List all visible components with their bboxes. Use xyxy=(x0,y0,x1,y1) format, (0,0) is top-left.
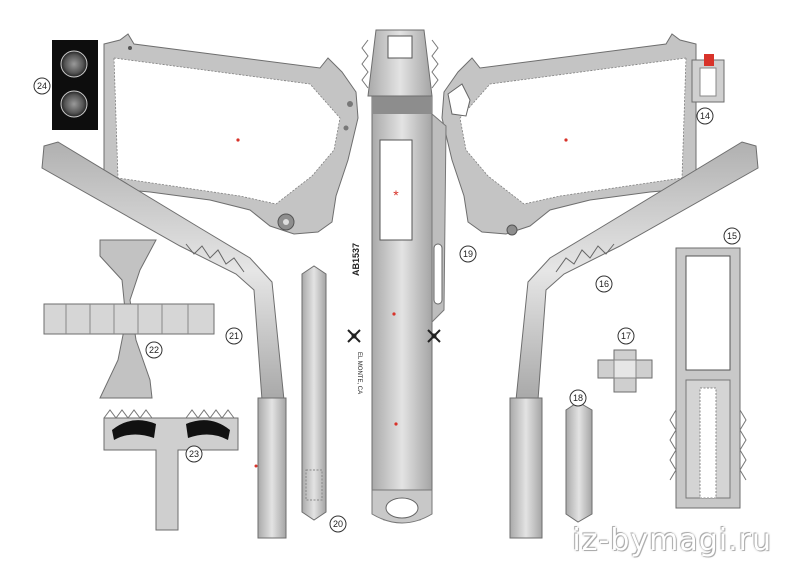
svg-text:24: 24 xyxy=(37,81,47,91)
svg-text:16: 16 xyxy=(599,279,609,289)
svg-text:17: 17 xyxy=(621,331,631,341)
svg-text:*: * xyxy=(393,187,399,203)
left-frame-panel xyxy=(103,33,359,235)
svg-text:14: 14 xyxy=(700,111,710,121)
site-watermark: iz-bymagi.ru xyxy=(572,523,772,558)
part-label-20: 20 xyxy=(329,515,347,533)
engraving-serial: AB1537 xyxy=(351,243,361,276)
part-18-bar xyxy=(565,401,593,523)
logo-mark-left xyxy=(347,329,361,343)
part-label-15: 15 xyxy=(723,227,741,245)
svg-text:19: 19 xyxy=(463,249,473,259)
left-grip-arm xyxy=(41,141,287,539)
svg-text:20: 20 xyxy=(333,519,343,529)
center-slide-part: * xyxy=(371,95,447,524)
part-24-grip-medallions xyxy=(52,40,98,130)
part-22-hourglass xyxy=(43,239,215,399)
svg-text:21: 21 xyxy=(229,331,239,341)
part-17-cross xyxy=(597,349,653,393)
part-label-22: 22 xyxy=(145,341,163,359)
part-label-23: 23 xyxy=(185,445,203,463)
part-14-tab xyxy=(691,54,725,103)
part-label-18: 18 xyxy=(569,389,587,407)
barrel-top-piece xyxy=(361,29,439,97)
engraving-city: EL MONTE, CA xyxy=(356,352,362,394)
right-frame-panel xyxy=(441,33,697,236)
part-label-14: 14 xyxy=(696,107,714,125)
svg-text:15: 15 xyxy=(727,231,737,241)
svg-text:23: 23 xyxy=(189,449,199,459)
part-label-17: 17 xyxy=(617,327,635,345)
part-label-19: 19 xyxy=(459,245,477,263)
svg-text:18: 18 xyxy=(573,393,583,403)
svg-text:22: 22 xyxy=(149,345,159,355)
part-label-21: 21 xyxy=(225,327,243,345)
part-label-24: 24 xyxy=(33,77,51,95)
part-label-16: 16 xyxy=(595,275,613,293)
part-23-tpiece xyxy=(103,409,239,531)
right-grip-arm xyxy=(509,141,759,539)
logo-mark-right xyxy=(427,329,441,343)
part-15-box xyxy=(669,247,747,509)
part-20-bar xyxy=(301,265,327,521)
